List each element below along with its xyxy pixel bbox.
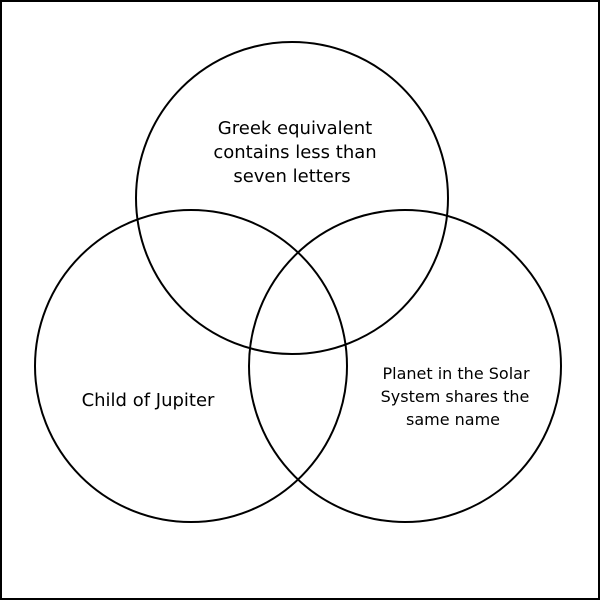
label-right-line-2: System shares the [381, 387, 530, 406]
label-top-line-3: seven letters [233, 166, 350, 187]
circle-right [248, 209, 562, 523]
label-top-line-1: Greek equivalent [218, 118, 372, 139]
label-top-line-2: contains less than [213, 142, 376, 163]
label-right-line-3: same name [406, 410, 500, 429]
circle-left [34, 209, 348, 523]
circle-top [135, 41, 449, 355]
label-right-line-1: Planet in the Solar [382, 364, 529, 383]
label-left-line-1: Child of Jupiter [82, 390, 215, 411]
